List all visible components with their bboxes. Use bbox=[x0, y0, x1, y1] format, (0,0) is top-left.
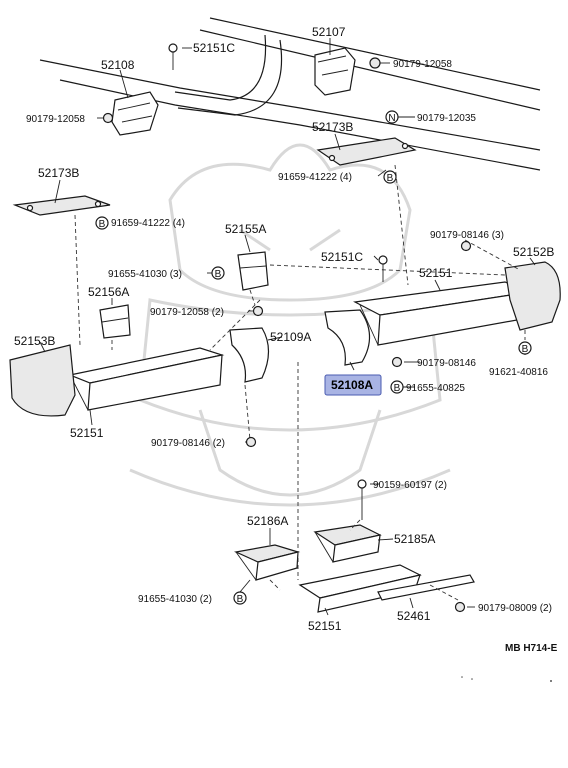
callout-52185A[interactable]: 52185A bbox=[394, 532, 435, 546]
part-52156A-stay[interactable] bbox=[99, 304, 131, 339]
callout-52108A[interactable]: 52108A bbox=[331, 378, 373, 392]
bolt-b-letter: B bbox=[215, 269, 222, 280]
nut-icon bbox=[369, 57, 381, 69]
nut-icon bbox=[391, 356, 403, 368]
part-52173B-right-bracket[interactable] bbox=[316, 137, 417, 166]
bolt-52151C-top[interactable] bbox=[168, 43, 178, 70]
part-52153B-left-end-cap[interactable] bbox=[9, 344, 76, 417]
bolt-b-letter: B bbox=[522, 344, 529, 355]
callout-52152B[interactable]: 52152B bbox=[513, 245, 554, 259]
nut-icon bbox=[245, 436, 257, 448]
part-52185A-pad[interactable] bbox=[313, 524, 382, 563]
part-52107-bracket[interactable] bbox=[314, 47, 356, 96]
callout-52173B-left[interactable]: 52173B bbox=[38, 166, 79, 180]
nut-n-icon: N bbox=[385, 110, 399, 124]
callout-91655-41030-b[interactable]: 91655-41030 (2) bbox=[138, 594, 212, 605]
callout-52107[interactable]: 52107 bbox=[312, 25, 346, 39]
bolt-b-letter: B bbox=[237, 594, 244, 605]
callout-91621-40816[interactable]: 91621-40816 bbox=[489, 367, 548, 378]
assembly-lines bbox=[74, 164, 526, 601]
callout-90159-60197[interactable]: 90159-60197 (2) bbox=[373, 480, 447, 491]
part-52186A-pad[interactable] bbox=[233, 544, 301, 581]
callout-91655-41030-a[interactable]: 91655-41030 (3) bbox=[108, 269, 182, 280]
part-52151-left-bumper[interactable] bbox=[67, 347, 225, 411]
part-52151-right-bumper[interactable] bbox=[353, 281, 533, 346]
part-52109A-extension[interactable] bbox=[229, 327, 270, 383]
bolt-b-letter: B bbox=[394, 383, 401, 394]
diagram-code: MB H714-E bbox=[505, 643, 558, 654]
bolt-b-icon: B bbox=[383, 170, 397, 184]
callout-90179-12058-b[interactable]: 90179-12058 bbox=[26, 114, 85, 125]
callout-52156A[interactable]: 52156A bbox=[88, 285, 129, 299]
nut-icon bbox=[460, 240, 472, 252]
bolt-b-icon: B bbox=[95, 216, 109, 230]
callout-52109A[interactable]: 52109A bbox=[270, 330, 311, 344]
part-52108-bracket[interactable] bbox=[111, 91, 159, 136]
callout-90179-08146-a[interactable]: 90179-08146 (3) bbox=[430, 230, 504, 241]
part-52108A-extension[interactable] bbox=[324, 309, 371, 366]
frame-rails bbox=[39, 17, 541, 171]
callout-52151-right[interactable]: 52151 bbox=[419, 266, 453, 280]
callout-52151C-mid[interactable]: 52151C bbox=[321, 250, 363, 264]
fastener-markers: N B B B B B bbox=[95, 57, 532, 613]
part-52155A-stay[interactable] bbox=[237, 251, 269, 291]
bolt-b-icon: B bbox=[518, 341, 532, 355]
part-52173B-left-bracket[interactable] bbox=[12, 195, 111, 216]
callout-52151-left[interactable]: 52151 bbox=[70, 426, 104, 440]
callout-52151-bottom[interactable]: 52151 bbox=[308, 619, 342, 633]
callout-52151C-top[interactable]: 52151C bbox=[193, 41, 235, 55]
callout-52186A[interactable]: 52186A bbox=[247, 514, 288, 528]
bolt-52151C-mid[interactable] bbox=[378, 255, 388, 282]
bolt-90159-60197[interactable] bbox=[357, 479, 367, 520]
callout-52108[interactable]: 52108 bbox=[101, 58, 135, 72]
callout-90179-08146-b[interactable]: 90179-08146 bbox=[417, 358, 476, 369]
callout-91655-40825[interactable]: 91655-40825 bbox=[406, 383, 465, 394]
callout-90179-12058-c[interactable]: 90179-12058 (2) bbox=[150, 307, 224, 318]
part-52152B-right-end-cap[interactable] bbox=[504, 261, 561, 331]
bolt-b-icon: B bbox=[233, 591, 247, 605]
callout-52155A[interactable]: 52155A bbox=[225, 222, 266, 236]
callout-52173B-top[interactable]: 52173B bbox=[312, 120, 353, 134]
nut-n-letter: N bbox=[388, 113, 395, 124]
callout-labels: 52107 52151C 52108 90179-12058 90179-120… bbox=[14, 25, 558, 654]
callout-91659-41222-b[interactable]: 91659-41222 (4) bbox=[111, 218, 185, 229]
scan-specks bbox=[461, 676, 552, 682]
callout-52153B[interactable]: 52153B bbox=[14, 334, 55, 348]
nut-icon bbox=[102, 112, 114, 124]
callout-90179-12035[interactable]: 90179-12035 bbox=[417, 113, 476, 124]
nut-icon bbox=[454, 601, 466, 613]
callout-52461[interactable]: 52461 bbox=[397, 609, 431, 623]
callout-90179-08009[interactable]: 90179-08009 (2) bbox=[478, 603, 552, 614]
part-52461-strip[interactable] bbox=[377, 574, 475, 601]
highlight-52108A bbox=[324, 374, 382, 396]
callout-90179-08146-c[interactable]: 90179-08146 (2) bbox=[151, 438, 225, 449]
nut-icon bbox=[252, 305, 264, 317]
callout-90179-12058-a[interactable]: 90179-12058 bbox=[393, 59, 452, 70]
bolt-b-letter: B bbox=[387, 173, 394, 184]
bolt-b-icon: B bbox=[390, 380, 404, 394]
bolt-b-icon: B bbox=[211, 266, 225, 280]
callout-91659-41222-a[interactable]: 91659-41222 (4) bbox=[278, 172, 352, 183]
bolt-b-letter: B bbox=[99, 219, 106, 230]
